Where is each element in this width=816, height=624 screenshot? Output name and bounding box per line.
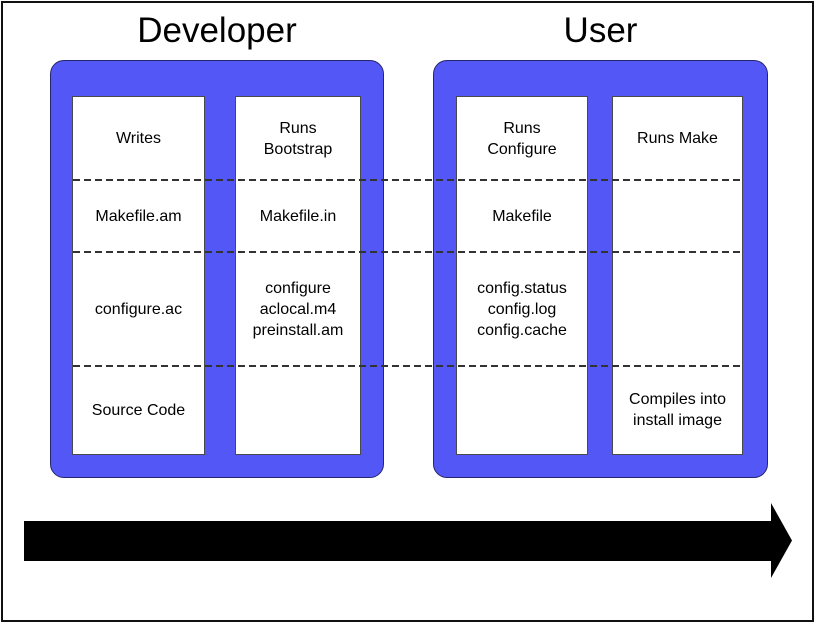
stage-divider-1 <box>73 179 741 181</box>
column-developer-writes: Writes Makefile.am configure.ac Source C… <box>72 96 205 455</box>
cell-makefile-am: Makefile.am <box>95 207 182 225</box>
cell-user-make-empty-1 <box>613 180 742 252</box>
stage-divider-3 <box>73 365 741 367</box>
cell-developer-bootstrap-empty <box>236 366 360 454</box>
developer-title: Developer <box>137 11 297 50</box>
stage-divider-2 <box>73 251 741 253</box>
user-title: User <box>563 11 638 50</box>
cell-configure-ac: configure.ac <box>94 300 183 318</box>
cell-makefile-in: Makefile.in <box>259 207 337 225</box>
cell-config-outputs: config.status config.log config.cache <box>477 279 567 339</box>
cell-runs-make: Runs Make <box>637 130 718 147</box>
cell-configure-aclocal-preinstall: configure aclocal.m4 preinstall.am <box>252 279 344 339</box>
column-user-make: Runs Make Compiles into install image <box>612 96 743 455</box>
cell-source-code: Source Code <box>91 401 186 419</box>
cell-makefile: Makefile <box>492 207 552 225</box>
column-developer-bootstrap: Runs Bootstrap Makefile.in configure acl… <box>235 96 361 455</box>
cell-writes: Writes <box>115 130 162 147</box>
cell-runs-configure: Runs Configure <box>487 119 557 158</box>
cell-runs-bootstrap: Runs Bootstrap <box>263 119 333 158</box>
cell-compiles-into-install-image: Compiles into install image <box>629 391 726 429</box>
cell-user-configure-empty <box>457 366 587 454</box>
column-user-configure: Runs Configure Makefile config.status co… <box>456 96 588 455</box>
cell-user-make-empty-2 <box>613 252 742 366</box>
